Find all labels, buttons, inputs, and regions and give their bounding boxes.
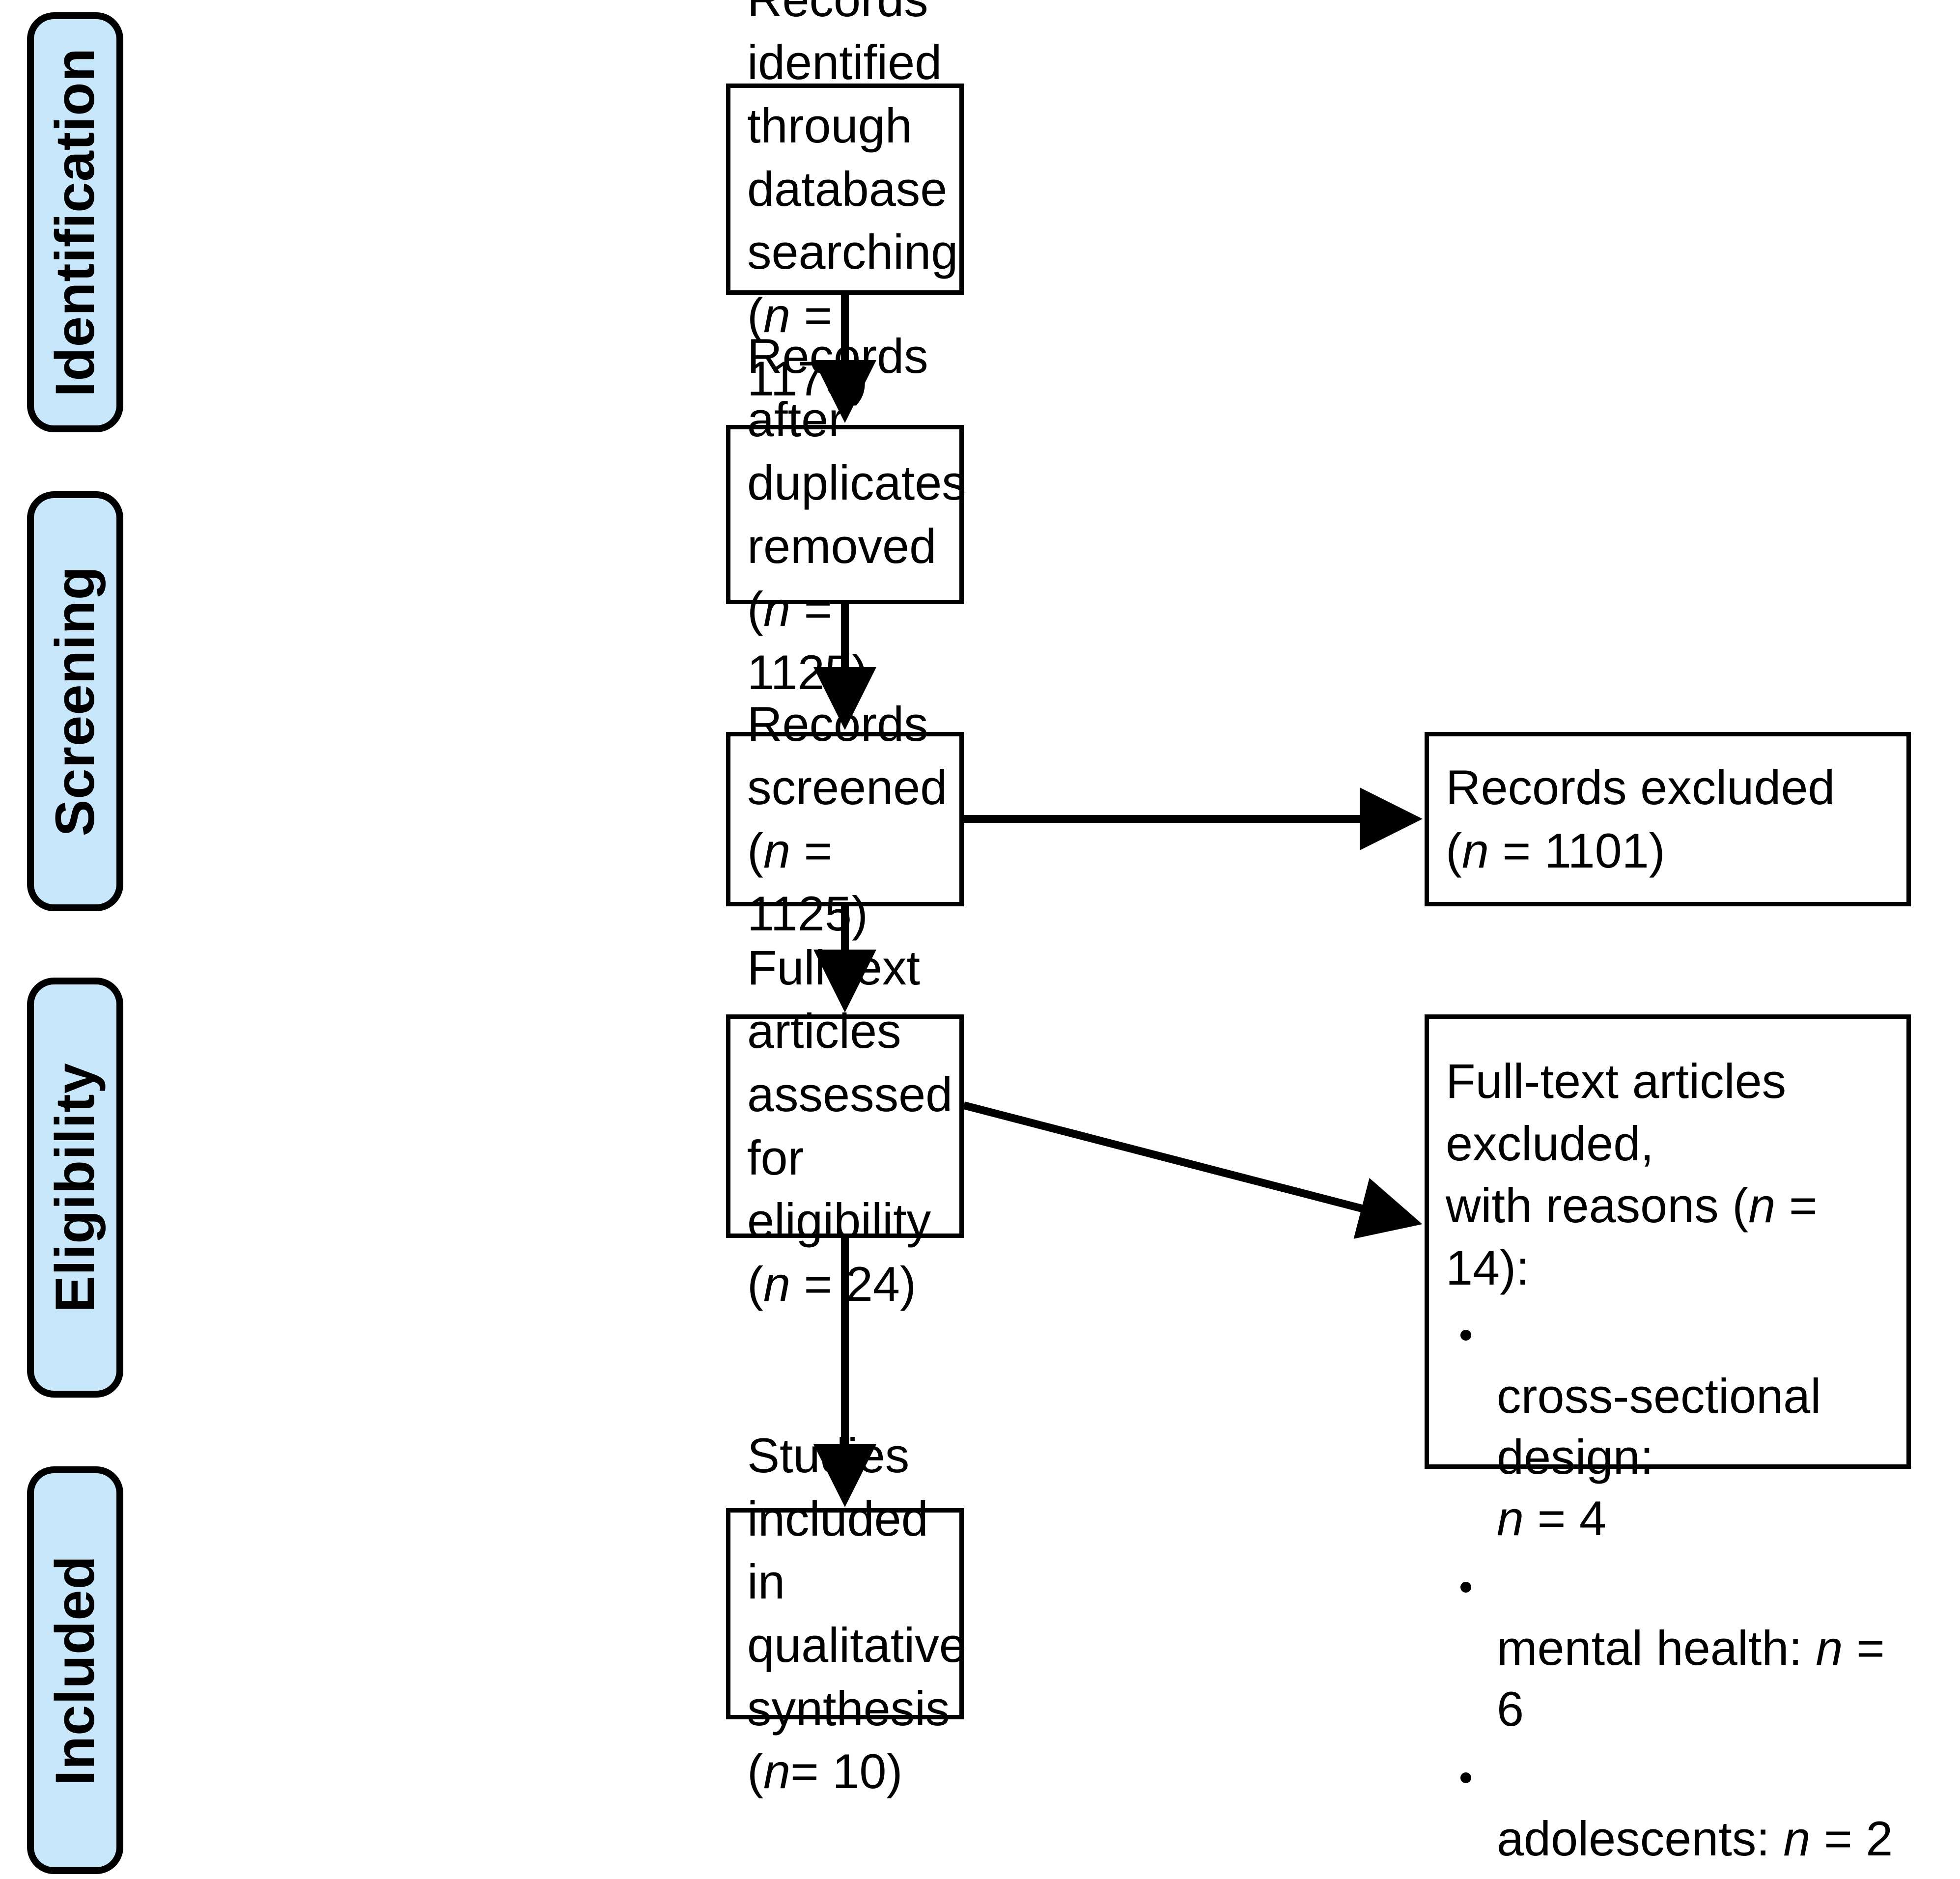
n-symbol: n xyxy=(763,1744,791,1799)
list-item: not focussing on health care utilization… xyxy=(1446,1876,1898,1879)
n-symbol: n xyxy=(763,288,791,343)
bullet-icon xyxy=(1460,1772,1471,1784)
n-symbol: n xyxy=(1816,1620,1843,1675)
box-records-screened: Records screened(n = 1125) xyxy=(726,697,964,941)
stage-label-screening: Screening xyxy=(44,566,106,837)
list-item: mental health: n = 6 xyxy=(1446,1556,1898,1740)
box-fulltext-excluded: Full-text articles excluded,with reasons… xyxy=(1425,1014,1911,1866)
stage-pill-identification: Identification xyxy=(27,12,123,432)
n-symbol: n xyxy=(763,823,791,878)
n-symbol: n xyxy=(1497,1491,1524,1546)
stage-label-eligibility: Eligibility xyxy=(44,1063,106,1313)
list-item: adolescents: n = 2 xyxy=(1446,1747,1898,1869)
box-fulltext-excluded-heading: Full-text articles excluded,with reasons… xyxy=(1446,1054,1818,1295)
bullet-icon xyxy=(1460,1329,1471,1341)
n-symbol: n xyxy=(763,1256,791,1311)
stage-label-included: Included xyxy=(44,1555,106,1786)
box-records-excluded: Records excluded(n = 1101) xyxy=(1425,732,1911,906)
n-symbol: n xyxy=(1748,1178,1776,1233)
box-records-screened-text: Records screened(n = 1125) xyxy=(747,697,948,941)
exclusion-reasons-list: cross-sectional design: n = 4 mental hea… xyxy=(1446,1304,1898,1879)
n-symbol: n xyxy=(763,582,791,637)
stage-pill-screening: Screening xyxy=(27,491,123,911)
box-records-excluded-text: Records excluded(n = 1101) xyxy=(1446,759,1835,878)
stage-pill-included: Included xyxy=(27,1466,123,1874)
n-symbol: n xyxy=(1461,823,1489,878)
list-item: cross-sectional design: n = 4 xyxy=(1446,1304,1898,1549)
n-symbol: n xyxy=(1783,1811,1811,1866)
bullet-icon xyxy=(1460,1581,1471,1593)
stage-label-identification: Identification xyxy=(44,48,106,397)
stage-pill-eligibility: Eligibility xyxy=(27,978,123,1398)
arrow-fulltext-to-fulltext-excluded xyxy=(962,1101,1423,1239)
